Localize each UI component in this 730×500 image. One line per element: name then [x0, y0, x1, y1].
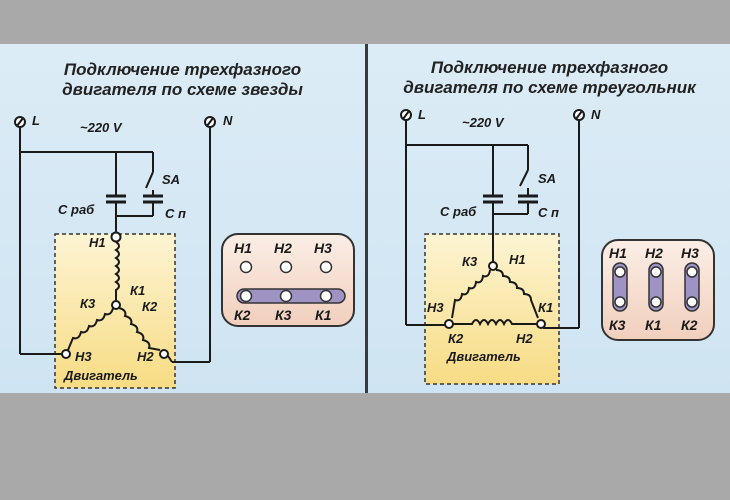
- star-label-k2: К2: [142, 299, 158, 314]
- delta-coil-right: [495, 269, 539, 319]
- delta-title-line1: Подключение трехфазного: [430, 58, 669, 77]
- delta-box-screw-k3: [614, 296, 626, 308]
- delta-terminal-right: [536, 319, 546, 329]
- star-label-l: L: [32, 113, 40, 128]
- delta-label-h3: Н3: [427, 300, 444, 315]
- delta-box-label-k2: К2: [681, 317, 698, 333]
- bottom-band: [0, 393, 730, 500]
- star-box-screw-k3: [279, 289, 293, 303]
- star-label-h2: Н2: [137, 349, 154, 364]
- delta-box-label-h2: Н2: [645, 245, 663, 261]
- delta-label-sa: SA: [538, 171, 556, 186]
- star-box-label-k2: К2: [234, 307, 251, 323]
- delta-label-k1: К1: [538, 300, 553, 315]
- star-box-label-k1: К1: [315, 307, 332, 323]
- star-schematic: [14, 116, 216, 389]
- delta-schematic: [400, 109, 585, 385]
- delta-label-cap-start: С п: [538, 205, 559, 220]
- delta-terminal-left: [444, 319, 454, 329]
- star-label-motor: Двигатель: [63, 368, 138, 383]
- delta-coil-left: [451, 269, 491, 319]
- delta-label-n: N: [591, 107, 601, 122]
- star-diagram-title: Подключение трехфазного двигателя по схе…: [15, 60, 350, 100]
- star-node-center: [111, 300, 121, 310]
- star-box-label-h1: Н1: [234, 240, 252, 256]
- star-labels: L N ~220 V SA С раб С п Н1 К1 К2 К3 Н3 Н…: [32, 113, 233, 383]
- star-title-line2: двигателя по схеме звезды: [62, 80, 303, 99]
- delta-diagram-title: Подключение трехфазного двигателя по схе…: [372, 58, 727, 98]
- star-box-screw-h1: [239, 260, 253, 274]
- delta-box-label-k1: К1: [645, 317, 662, 333]
- star-terminal-box: Н1 Н2 Н3 К2 К3 К1: [221, 233, 355, 327]
- delta-label-motor: Двигатель: [446, 349, 521, 364]
- delta-label-k3: К3: [462, 254, 478, 269]
- delta-labels: L N ~220 V SA С раб С п К3 Н1 Н3 К1 К2 Н…: [418, 107, 601, 364]
- top-band: [0, 0, 730, 44]
- star-coil-right: [118, 307, 161, 351]
- delta-box-label-h3: Н3: [681, 245, 699, 261]
- star-label-cap-start: С п: [165, 206, 186, 221]
- delta-title-line2: двигателя по схеме треугольник: [403, 78, 696, 97]
- delta-box-screw-k2: [686, 296, 698, 308]
- star-box-screw-h2: [279, 260, 293, 274]
- delta-label-k2: К2: [448, 331, 464, 346]
- star-coil-top: [114, 241, 120, 302]
- star-box-screw-k2: [239, 289, 253, 303]
- star-box-label-k3: К3: [275, 307, 292, 323]
- delta-switch-sa: [519, 169, 529, 187]
- star-label-k1: К1: [130, 283, 145, 298]
- delta-label-cap-work: С раб: [440, 204, 477, 219]
- star-box-screw-k1: [319, 289, 333, 303]
- delta-terminal-box: Н1 Н2 Н3 К3 К1 К2: [601, 239, 715, 341]
- delta-box-screw-k1: [650, 296, 662, 308]
- star-terminal-h2: [159, 349, 169, 359]
- star-box-label-h3: Н3: [314, 240, 332, 256]
- panel-divider: [365, 44, 368, 393]
- star-label-cap-work: С раб: [58, 202, 95, 217]
- star-coil-left: [67, 307, 114, 351]
- delta-box-screw-h2: [650, 266, 662, 278]
- star-label-sa: SA: [162, 172, 180, 187]
- star-title-line1: Подключение трехфазного: [63, 60, 302, 79]
- star-label-h3: Н3: [75, 349, 92, 364]
- delta-box-label-k3: К3: [609, 317, 626, 333]
- star-box-screw-h3: [319, 260, 333, 274]
- star-switch-sa: [145, 171, 154, 189]
- delta-label-voltage: ~220 V: [462, 115, 505, 130]
- star-label-k3: К3: [80, 296, 96, 311]
- delta-coil-bottom: [453, 319, 537, 327]
- star-label-h1: Н1: [89, 235, 106, 250]
- star-terminal-h1: [110, 231, 122, 243]
- delta-label-h2: Н2: [516, 331, 533, 346]
- delta-label-h1: Н1: [509, 252, 526, 267]
- delta-box-screw-h3: [686, 266, 698, 278]
- star-label-voltage: ~220 V: [80, 120, 123, 135]
- star-label-n: N: [223, 113, 233, 128]
- delta-box-label-h1: Н1: [609, 245, 627, 261]
- star-box-label-h2: Н2: [274, 240, 292, 256]
- delta-terminal-top: [488, 261, 498, 271]
- delta-label-l: L: [418, 107, 426, 122]
- star-terminal-h3: [61, 349, 71, 359]
- delta-box-screw-h1: [614, 266, 626, 278]
